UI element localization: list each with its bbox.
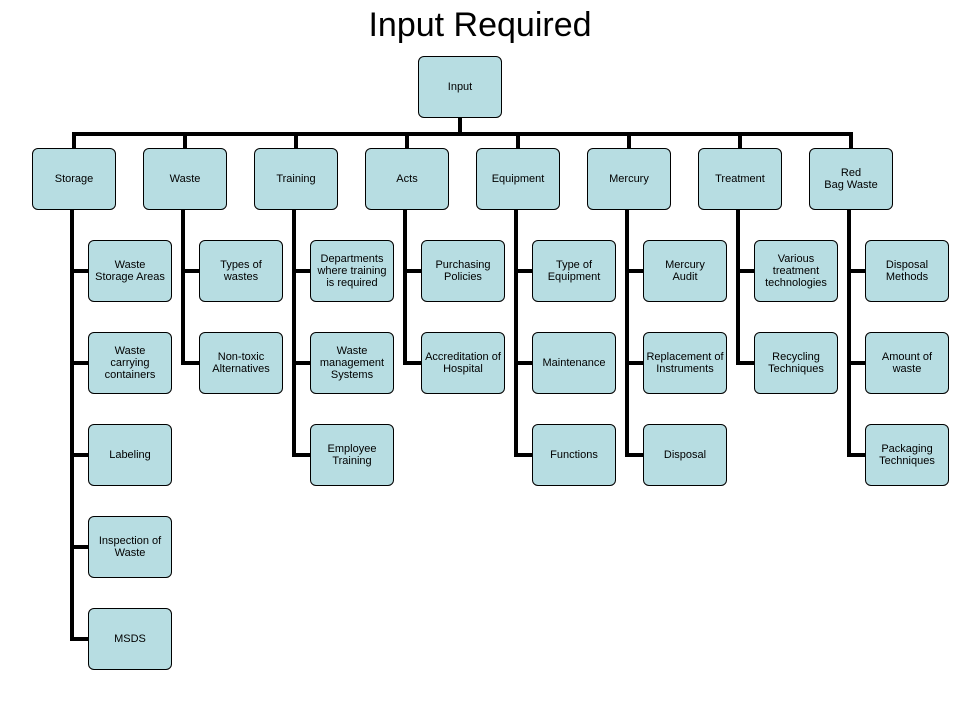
child-label: Employee Training: [327, 443, 377, 467]
child-node: Disposal: [643, 424, 727, 486]
child-label: Various treatment technologies: [765, 253, 827, 289]
child-label: Type of Equipment: [547, 259, 601, 283]
category-node-training: Training: [254, 148, 338, 210]
category-label: Equipment: [491, 173, 545, 185]
category-node-mercury: Mercury: [587, 148, 671, 210]
child-node: Waste Storage Areas: [88, 240, 172, 302]
category-node-equipment: Equipment: [476, 148, 560, 210]
category-node-storage: Storage: [32, 148, 116, 210]
category-label: Waste: [169, 173, 201, 185]
child-node: Accreditation of Hospital: [421, 332, 505, 394]
child-node: Waste carrying containers: [88, 332, 172, 394]
category-node-treatment: Treatment: [698, 148, 782, 210]
child-node: Packaging Techniques: [865, 424, 949, 486]
child-label: Waste management Systems: [319, 345, 385, 381]
child-label: Replacement of Instruments: [646, 351, 724, 375]
child-label: MSDS: [114, 633, 146, 645]
child-node: Amount of waste: [865, 332, 949, 394]
category-label: Acts: [396, 173, 418, 185]
child-node: Maintenance: [532, 332, 616, 394]
child-label: Amount of waste: [881, 351, 933, 375]
category-node-acts: Acts: [365, 148, 449, 210]
child-label: Functions: [550, 449, 598, 461]
child-node: Replacement of Instruments: [643, 332, 727, 394]
child-label: Maintenance: [542, 357, 606, 369]
child-node: Various treatment technologies: [754, 240, 838, 302]
child-label: Non-toxic Alternatives: [212, 351, 270, 375]
child-label: Departments where training is required: [317, 253, 387, 289]
page-title: Input Required: [368, 6, 592, 44]
child-node: Type of Equipment: [532, 240, 616, 302]
child-node: Recycling Techniques: [754, 332, 838, 394]
child-label: Labeling: [109, 449, 151, 461]
child-node: Purchasing Policies: [421, 240, 505, 302]
child-label: Accreditation of Hospital: [425, 351, 501, 375]
child-node: Functions: [532, 424, 616, 486]
child-node: Non-toxic Alternatives: [199, 332, 283, 394]
category-node-red-bag-waste: Red Bag Waste: [809, 148, 893, 210]
child-node: Employee Training: [310, 424, 394, 486]
child-node: Inspection of Waste: [88, 516, 172, 578]
child-label: Inspection of Waste: [98, 535, 162, 559]
category-label: Treatment: [715, 173, 765, 185]
child-node: Types of wastes: [199, 240, 283, 302]
child-label: Waste Storage Areas: [95, 259, 165, 283]
root-label: Input: [447, 81, 473, 93]
child-label: Mercury Audit: [665, 259, 705, 283]
child-node: MSDS: [88, 608, 172, 670]
child-label: Disposal: [663, 449, 707, 461]
category-label: Mercury: [609, 173, 649, 185]
child-label: Disposal Methods: [885, 259, 929, 283]
child-label: Waste carrying containers: [104, 345, 156, 381]
child-label: Types of wastes: [220, 259, 262, 283]
child-node: Departments where training is required: [310, 240, 394, 302]
child-label: Purchasing Policies: [435, 259, 491, 283]
category-label: Training: [276, 173, 316, 185]
category-label: Storage: [54, 173, 94, 185]
category-label: Red Bag Waste: [824, 167, 878, 191]
child-label: Packaging Techniques: [879, 443, 935, 467]
category-node-waste: Waste: [143, 148, 227, 210]
child-label: Recycling Techniques: [768, 351, 824, 375]
child-node: Disposal Methods: [865, 240, 949, 302]
child-node: Waste management Systems: [310, 332, 394, 394]
child-node: Mercury Audit: [643, 240, 727, 302]
child-node: Labeling: [88, 424, 172, 486]
root-node: Input: [418, 56, 502, 118]
